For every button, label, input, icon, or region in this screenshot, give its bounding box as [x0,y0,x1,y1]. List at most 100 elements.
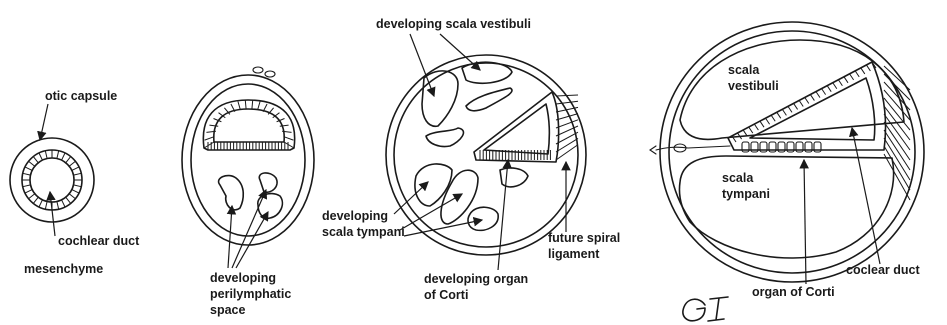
stage2-perilymphatic-space-upper [259,173,277,192]
stage1-cochlear-duct-inner [30,158,74,202]
stage4-spiral-ligament-fan [884,66,910,200]
hatch-stroke [766,118,770,124]
label-scala-vestibuli-line1: scala [728,63,760,77]
fan-stroke [556,114,578,120]
hatch-stroke [73,185,81,187]
hatch-stroke [23,185,31,187]
hatch-stroke [204,142,214,148]
arrow-scala-vestibuli-2 [440,34,480,70]
label-developing-perilymphatic-line1: developing [210,271,276,285]
label-scala-tympani-line1: scala [722,171,754,185]
hatch-stroke [72,167,79,170]
label-future-spiral-ligament-line2: ligament [548,247,600,261]
hatch-stroke [850,74,854,80]
hatch-stroke [72,190,79,193]
stage2-perilymphatic-space-lower [258,194,283,219]
stage3-scala-vestibuli-space-2 [462,62,512,83]
hatch-stroke [62,153,65,160]
label-scala-vestibuli-line2: vestibuli [728,79,779,93]
stage4-nerve-tip [650,146,656,154]
stage-4-mature-cochlea: scala vestibuli scala tympani coclear du… [650,22,924,321]
arrow-perilymphatic-1 [228,206,232,268]
label-developing-scala-tympani-line1: developing [322,209,388,223]
hatch-stroke [29,161,35,166]
hatch-stroke [754,124,758,130]
hatch-stroke [33,157,38,163]
hatch-stroke [45,201,47,209]
hatch-stroke [33,197,38,203]
label-cochlear-duct: cochlear duct [58,234,140,248]
fan-stroke [556,138,578,152]
stage2-small-cell [265,71,275,77]
label-scala-tympani-line2: tympani [722,187,770,201]
stage-3-cochlea: developing scala vestibuli developing sc… [322,17,620,302]
fan-stroke [884,98,910,130]
stage1-cochlear-duct-outer [22,150,82,210]
stage3-scala-tympani-space-2 [441,170,478,224]
hatch-stroke [805,98,809,104]
hatch-stroke [25,167,32,170]
hatch-stroke [69,194,75,199]
arrow-perilymphatic-3 [236,212,268,268]
label-developing-perilymphatic-line2: perilymphatic [210,287,291,301]
hatch-stroke [209,125,218,126]
fan-stroke [556,145,578,160]
arrow-otic-capsule [40,104,48,140]
hatch-stroke [66,157,71,163]
label-developing-scala-vestibuli: developing scala vestibuli [376,17,531,31]
hatch-stroke [749,127,753,133]
hatch-stroke [45,151,47,159]
stage3-cochlear-duct-lumen [484,104,549,154]
label-mesenchyme: mesenchyme [24,262,103,276]
hatch-stroke [39,153,42,160]
hatch-stroke [861,68,865,74]
label-future-spiral-ligament-line1: future spiral [548,231,620,245]
hatch-stroke [866,65,870,71]
label-organ-of-corti: organ of Corti [752,285,835,299]
stage-2-cochlea: developing perilymphatic space [182,67,314,317]
hatch-stroke [252,100,253,109]
hatch-stroke [833,83,837,89]
hatch-stroke [73,173,81,175]
stage4-spiral-ganglion-nerve [656,146,730,150]
stage3-scala-tympani-space-4 [500,168,528,187]
fan-stroke [884,130,910,170]
hatch-stroke [810,95,814,101]
hatch-stroke [782,109,786,115]
hatch-stroke [799,100,803,106]
stage3-scala-vestibuli-space-4 [466,88,512,111]
hatch-stroke [238,101,240,110]
hatch-stroke [258,101,260,110]
arrow-perilymphatic-2 [232,190,266,268]
stage3-scala-tympani-space-3 [468,207,498,230]
hatch-stroke [777,112,781,118]
hatch-stroke [245,100,246,109]
hatch-stroke [57,151,59,159]
fan-stroke [556,120,578,128]
label-developing-scala-tympani-line2: scala tympani [322,225,405,239]
hatch-stroke [29,194,35,199]
stage2-perilymphatic-space-left [219,176,244,210]
stage2-otic-capsule-inner [191,84,305,236]
arrow-coclear-duct [852,128,880,264]
hatch-stroke [25,190,32,193]
hatch-stroke [822,89,826,95]
hatch-stroke [855,71,859,77]
hatch-stroke [66,197,71,203]
hatch-stroke [827,86,831,92]
hatch-stroke [816,92,820,98]
hatch-stroke [57,201,59,209]
label-developing-organ-of-corti-line2: of Corti [424,288,468,302]
fan-stroke [884,146,910,190]
fan-stroke [884,122,910,160]
hatch-stroke [771,115,775,121]
hatch-stroke [62,200,65,207]
hatch-stroke [280,125,289,126]
label-developing-perilymphatic-line3: space [210,303,245,317]
arrow-cochlear-duct [50,192,55,236]
hatch-stroke [838,80,842,86]
stage2-small-cell [253,67,263,73]
stage3-scala-tympani-space-1 [415,164,452,206]
label-otic-capsule: otic capsule [45,89,117,103]
